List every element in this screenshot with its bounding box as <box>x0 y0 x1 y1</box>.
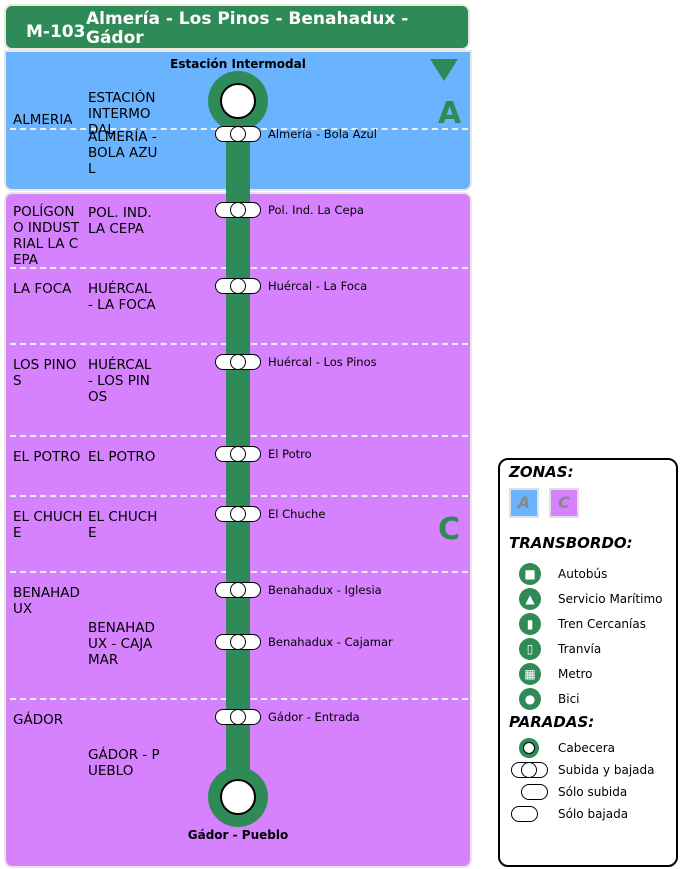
legend-paradas-title: PARADAS: <box>509 713 595 731</box>
nucleus-label: BENAHADUX - CAJAMAR <box>88 620 155 668</box>
stop-label: Gádor - Entrada <box>268 710 360 724</box>
end-terminal-stop[interactable] <box>208 767 268 827</box>
route-header: M-103 Almería - Los Pinos - Benahadux - … <box>4 4 470 50</box>
start-terminal-stop[interactable] <box>208 71 268 131</box>
nucleus-label: HUÉRCAL - LA FOCA <box>88 281 156 313</box>
terminal-inner-circle <box>220 83 256 119</box>
end-terminal-label: Gádor - Pueblo <box>187 828 289 842</box>
zone-c-label: C <box>438 512 461 547</box>
route-code: M-103 <box>26 22 86 42</box>
legend-zone-a-chip: A <box>509 488 539 518</box>
metro-icon: ▦ <box>519 663 541 685</box>
legend-transbordo-title: TRANSBORDO: <box>509 534 633 552</box>
nucleus-label: HUÉRCAL - LOS PINOS <box>88 357 152 405</box>
stop-label: Almería - Bola Azul <box>268 127 377 141</box>
cabecera-icon <box>519 738 539 758</box>
stop-label: Benahadux - Iglesia <box>268 583 382 597</box>
municipality-label: LA FOCA <box>13 281 72 297</box>
legend-zonas-title: ZONAS: <box>509 463 574 481</box>
bike-icon: ● <box>519 688 541 710</box>
zone-a-label: A <box>438 96 462 131</box>
stop-label: Huércal - La Foca <box>268 279 368 293</box>
stop-label: El Potro <box>268 447 312 461</box>
nucleus-label: EL CHUCHE <box>88 509 158 541</box>
nucleus-label: ESTACIÓN INTERMODAL <box>88 90 156 138</box>
legend-transbordo-item: Bici <box>558 692 580 706</box>
municipality-label: GÁDOR <box>13 712 64 728</box>
legend-panel: ZONAS: A C TRANSBORDO: ■ Autobús ▲ Servi… <box>498 458 678 867</box>
municipality-label: ALMERIA <box>13 112 73 128</box>
legend-parada-item: Sólo bajada <box>558 807 629 821</box>
nucleus-label: GÁDOR - PUEBLO <box>88 747 160 779</box>
municipality-label: EL POTRO <box>13 449 81 465</box>
municipality-label: EL CHUCHE <box>13 509 83 541</box>
legend-transbordo-item: Tren Cercanías <box>558 617 646 631</box>
legend-zone-c-chip: C <box>549 488 579 518</box>
legend-transbordo-item: Tranvía <box>558 642 602 656</box>
municipality-label: BENAHADUX <box>13 585 80 617</box>
bus-icon: ■ <box>519 563 541 585</box>
legend-parada-item: Subida y bajada <box>558 763 655 777</box>
legend-transbordo-item: Autobús <box>558 567 608 581</box>
route-title: Almería - Los Pinos - Benahadux - Gádor <box>86 9 409 48</box>
start-terminal-label: Estación Intermodal <box>170 57 306 71</box>
ship-icon: ▲ <box>519 588 541 610</box>
nucleus-label: POL. IND. LA CEPA <box>88 205 152 237</box>
direction-arrow-icon <box>430 59 458 81</box>
municipality-label: LOS PINOS <box>13 357 77 389</box>
legend-parada-item: Sólo subida <box>558 785 628 799</box>
municipality-label: POLÍGONO INDUSTRIAL LA CEPA <box>13 204 80 268</box>
terminal-inner-circle <box>220 779 256 815</box>
legend-transbordo-item: Servicio Marítimo <box>558 592 663 606</box>
tram-icon: ▯ <box>519 638 541 660</box>
stop-label: Benahadux - Cajamar <box>268 635 393 649</box>
stop-label: Pol. Ind. La Cepa <box>268 203 364 217</box>
nucleus-label: EL POTRO <box>88 449 156 465</box>
nucleus-label: ALMERÍA - BOLA AZUL <box>88 129 158 177</box>
stop-label: El Chuche <box>268 507 326 521</box>
train-icon: ▮ <box>519 613 541 635</box>
stop-label: Huércal - Los Pinos <box>268 355 377 369</box>
legend-parada-item: Cabecera <box>558 741 615 755</box>
legend-transbordo-item: Metro <box>558 667 593 681</box>
